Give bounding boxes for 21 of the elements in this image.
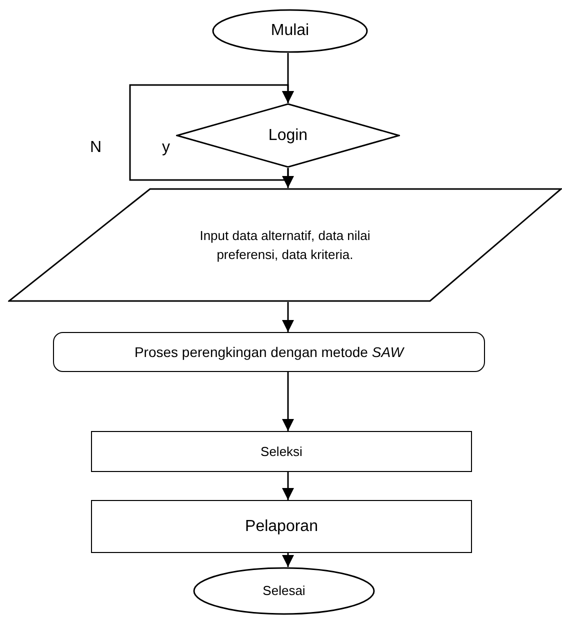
process-box [91,431,472,472]
decision-diamond [176,103,400,168]
node-label: Input data alternatif, data nilai preferensi, data kriteria. [198,226,372,264]
node-label: Login [268,126,308,146]
node-label: Selesai [262,582,306,600]
end-terminal [193,567,375,615]
node-label: Proses perengkingan dengan metode SAW [134,342,404,362]
node-label: Pelaporan [245,516,318,536]
arrow [282,372,294,431]
branch-label: y [162,140,170,156]
loop-arrow [129,84,294,181]
arrow [282,302,294,332]
start-terminal [212,9,368,53]
input-parallelogram [8,188,562,302]
node-label: Mulai [270,21,310,41]
arrow [282,553,294,567]
node-label: Seleksi [260,442,302,461]
process-box [91,500,472,553]
process-box [53,332,485,372]
arrow [282,472,294,500]
arrow [282,168,294,188]
